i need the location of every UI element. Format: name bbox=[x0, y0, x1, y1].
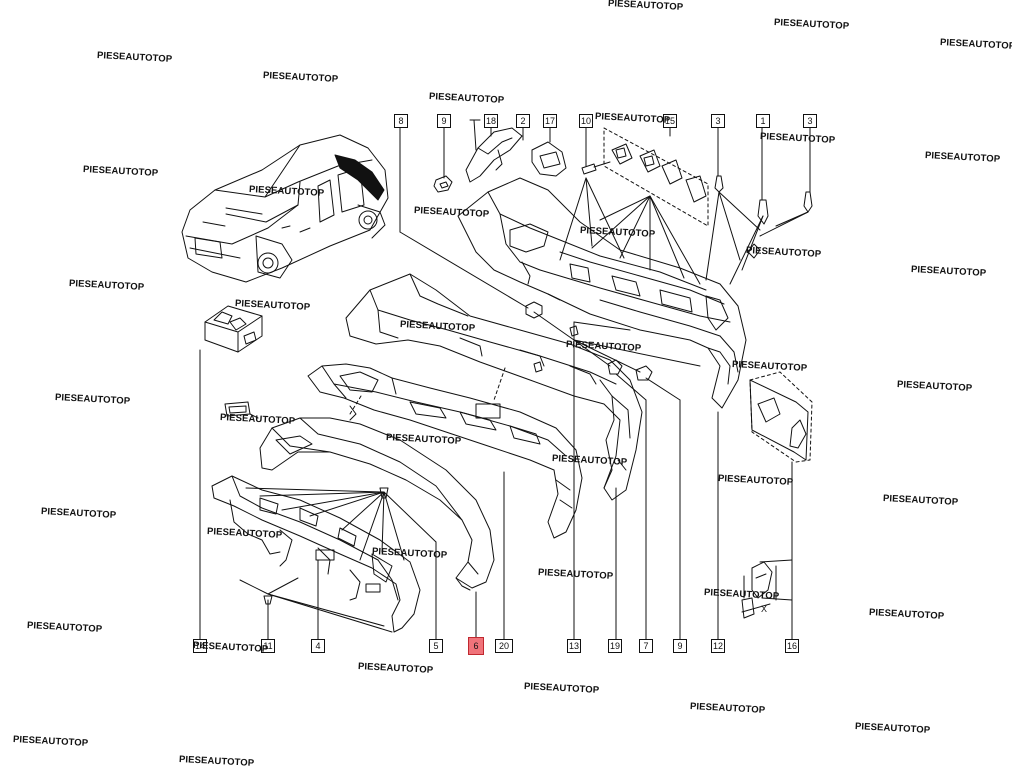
callout-12: 12 bbox=[711, 639, 725, 653]
callout-9-top: 9 bbox=[437, 114, 451, 128]
callout-16: 16 bbox=[785, 639, 799, 653]
screw-label: X bbox=[761, 604, 767, 614]
callout-14: 14 bbox=[193, 639, 207, 653]
rear-bumper-lower bbox=[307, 363, 583, 539]
callout-20: 20 bbox=[495, 639, 513, 653]
callout-19: 19 bbox=[608, 639, 622, 653]
callout-3-right: 3 bbox=[803, 114, 817, 128]
callout-10: 10 bbox=[579, 114, 593, 128]
bumper-absorber bbox=[259, 417, 495, 591]
callout-8: 8 bbox=[394, 114, 408, 128]
callout-9-bottom: 9 bbox=[673, 639, 687, 653]
callout-15: 15 bbox=[663, 114, 677, 128]
callout-7: 7 bbox=[639, 639, 653, 653]
small-clips-bottom bbox=[263, 325, 579, 605]
vehicle-illustration bbox=[181, 134, 389, 283]
reinforcement-beam bbox=[211, 475, 421, 633]
small-parts-right bbox=[741, 379, 809, 619]
small-parts-top bbox=[433, 119, 813, 381]
rear-bumper-upper bbox=[457, 177, 747, 409]
callout-6-highlighted: 6 bbox=[468, 637, 484, 655]
callout-2: 2 bbox=[516, 114, 530, 128]
clip-pack bbox=[199, 305, 263, 644]
rear-bumper-middle bbox=[345, 273, 643, 501]
callout-4: 4 bbox=[311, 639, 325, 653]
callout-18: 18 bbox=[484, 114, 498, 128]
reflector-part bbox=[224, 401, 259, 419]
callout-5: 5 bbox=[429, 639, 443, 653]
callout-3-left: 3 bbox=[711, 114, 725, 128]
callout-17: 17 bbox=[543, 114, 557, 128]
callout-13: 13 bbox=[567, 639, 581, 653]
callout-1: 1 bbox=[756, 114, 770, 128]
callout-11: 11 bbox=[261, 639, 275, 653]
leader-lines bbox=[239, 125, 813, 644]
